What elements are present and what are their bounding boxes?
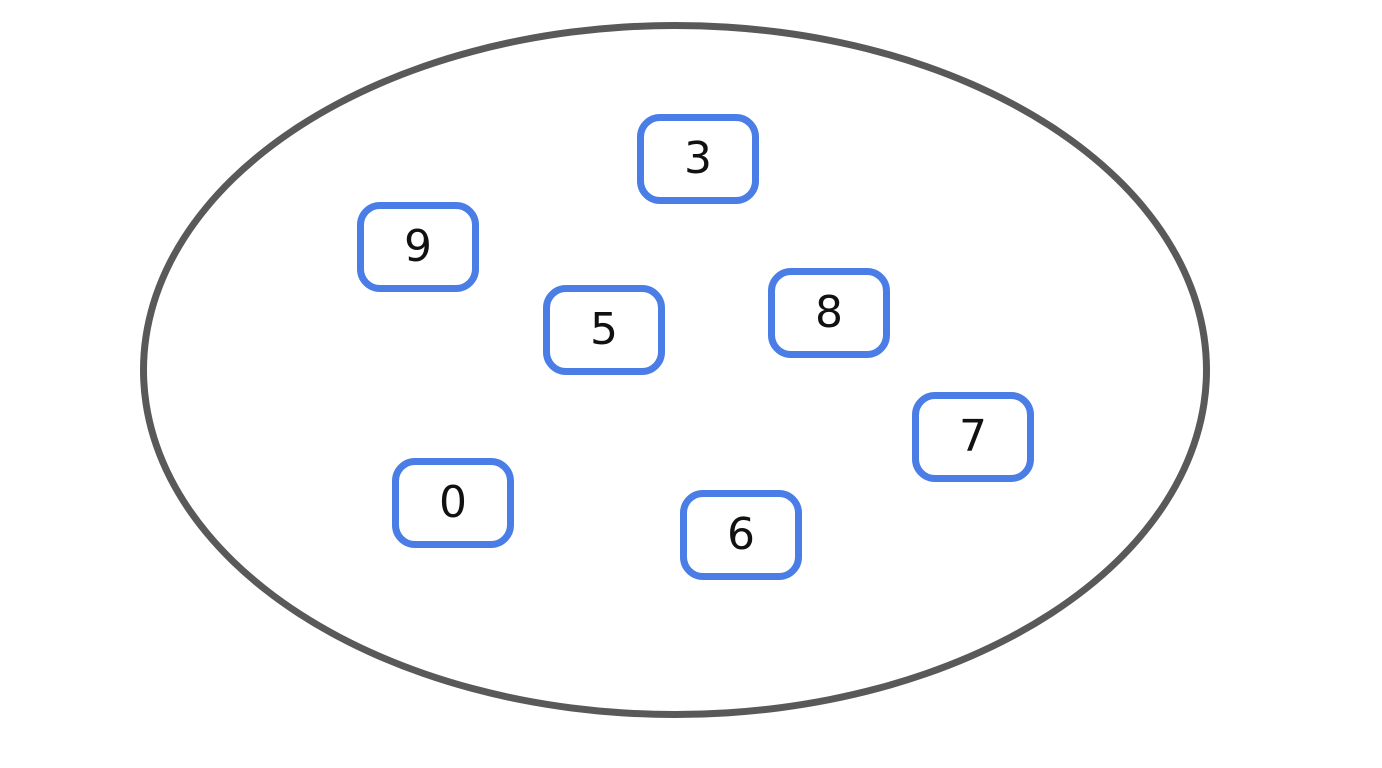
number-label: 5 [590, 304, 618, 355]
number-card-9[interactable]: 9 [357, 202, 479, 292]
number-label: 9 [404, 221, 432, 272]
number-label: 0 [439, 477, 467, 528]
number-label: 7 [959, 411, 987, 462]
number-card-5[interactable]: 5 [543, 285, 665, 375]
number-label: 3 [684, 133, 712, 184]
number-card-6[interactable]: 6 [680, 490, 802, 580]
number-label: 8 [815, 287, 843, 338]
number-card-0[interactable]: 0 [392, 458, 514, 548]
number-label: 6 [727, 509, 755, 560]
number-card-8[interactable]: 8 [768, 268, 890, 358]
set-ellipse [140, 22, 1210, 718]
number-card-3[interactable]: 3 [637, 114, 759, 204]
number-card-7[interactable]: 7 [912, 392, 1034, 482]
